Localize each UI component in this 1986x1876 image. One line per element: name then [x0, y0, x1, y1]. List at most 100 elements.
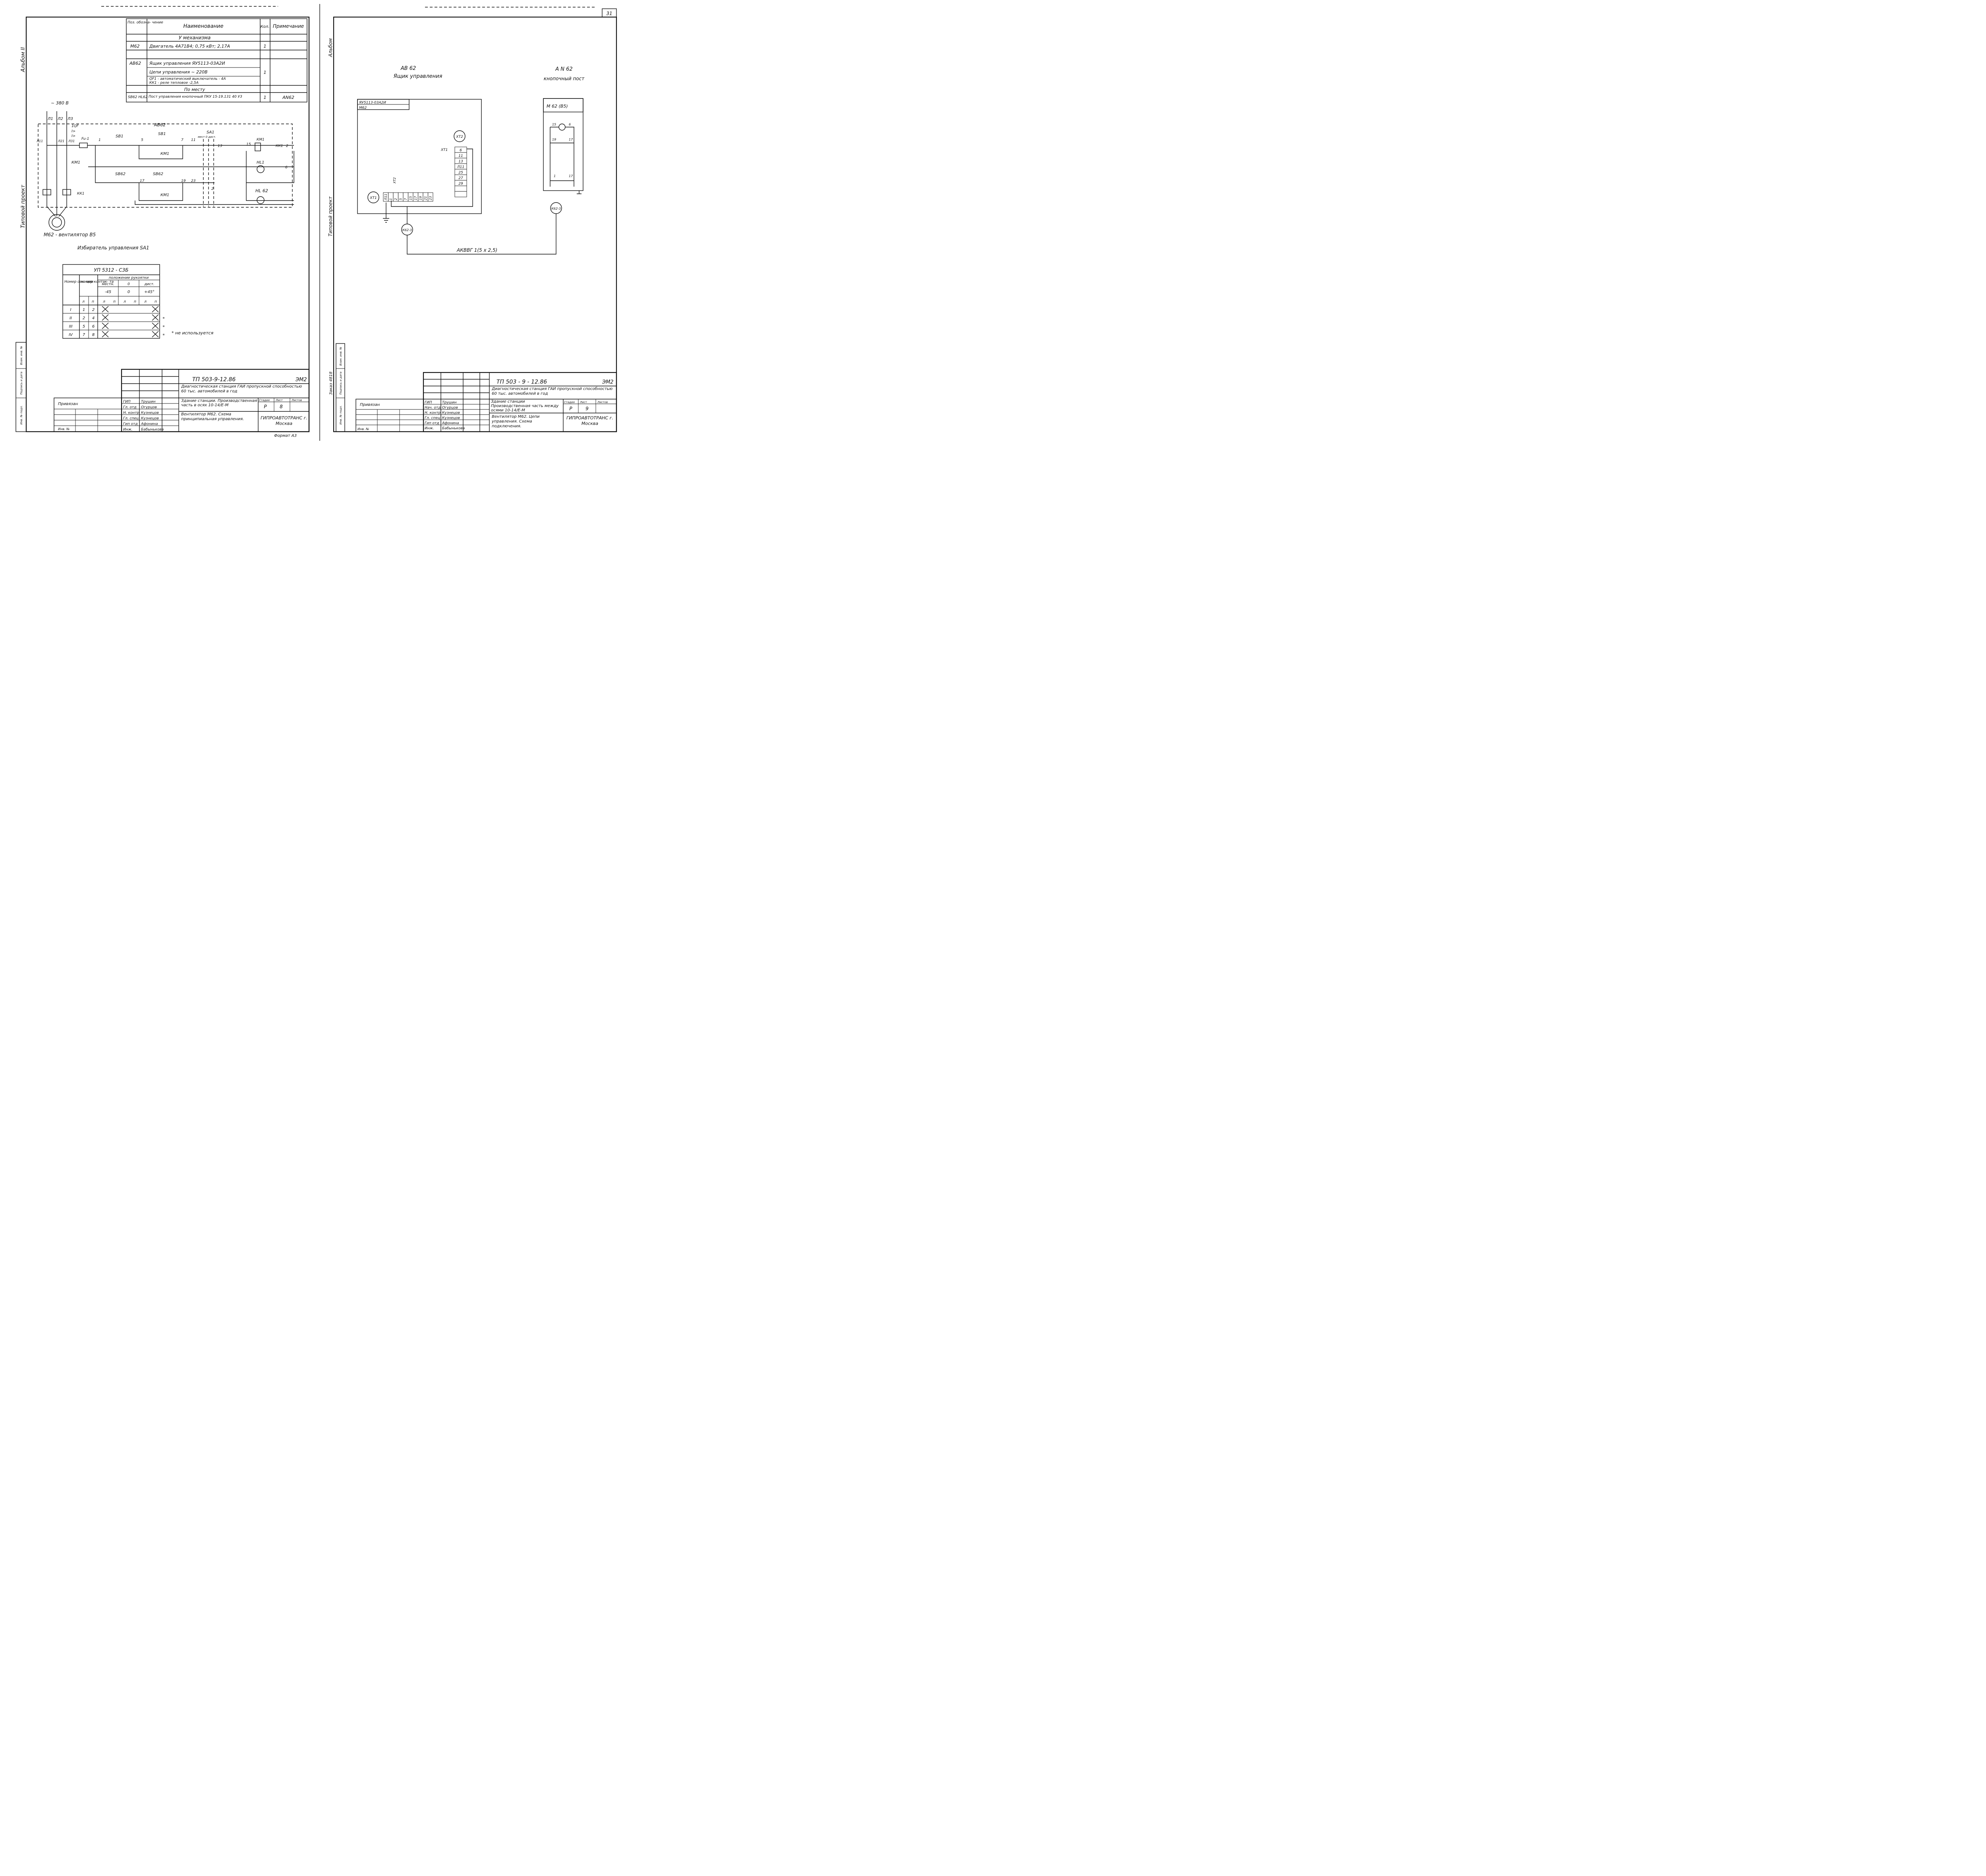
switch-lr-label: п — [155, 300, 157, 304]
side-col-label: Подпись и дата — [20, 372, 23, 395]
ab-sub: М62 — [359, 106, 367, 110]
side-col-label: Инв. № подл. — [339, 405, 342, 425]
switch-row-star: * — [162, 316, 165, 321]
xt1-label: ХТ1 — [369, 196, 377, 200]
xt2-terminal-label: 25 — [458, 171, 463, 175]
switch-lr-label: л — [102, 300, 105, 304]
switch-row-section: III — [69, 324, 73, 329]
inv-label: Инв. № — [58, 427, 70, 431]
spec-qty: 1 — [264, 70, 267, 75]
xt1-terminal-label: 7 — [404, 198, 408, 200]
switch-row-star: * — [162, 324, 165, 330]
cable-route: АКВВГ 1(5 х 2,5) — [456, 247, 497, 253]
switch-mode: местн. — [102, 282, 114, 286]
xt2-label: ХТ2 — [456, 135, 463, 139]
switch-note: * не используется — [172, 330, 214, 336]
control-circuit: 1 SB1 SB1 5 7 11 КМ1 SA1 мест 0 дист. 13… — [88, 130, 294, 207]
tb-role: Гип отд — [123, 422, 138, 426]
xt2-terminal-label: 27 — [458, 176, 463, 180]
node-label: 17 — [140, 179, 145, 183]
node-label: 23 — [191, 179, 196, 183]
switch-row-section: I — [70, 308, 71, 312]
tb-name: Афонина — [141, 422, 158, 426]
switch-table: Избиратель управления SA1 УП 5312 - С3Б … — [62, 245, 214, 339]
bound-block-left: Привязан Инв. № — [54, 398, 122, 432]
tb-stage-hdr: Стадия — [259, 399, 270, 402]
contactor-label: КМ1 — [71, 160, 80, 165]
switch-lr-label: п — [92, 300, 94, 304]
tb-role: Инж. — [123, 428, 133, 432]
tb-code: ТП 503 - 9 - 12.86 — [496, 379, 547, 385]
an-subtitle: кнопочный пост — [544, 76, 585, 81]
xt2-terminal-label: 11 — [458, 154, 463, 158]
breaker-label: 1QF — [71, 124, 79, 128]
switch-angle: -45 — [105, 290, 111, 294]
tb-name: Афонина — [442, 421, 459, 425]
ab62-label: АВ62 — [154, 122, 166, 127]
inv-label: Инв. № — [357, 427, 369, 431]
sb62-label: SB62 — [115, 172, 126, 176]
tb-sheets-hdr: Листов — [291, 399, 302, 402]
ab-subtitle: Ящик управления — [393, 73, 442, 79]
an-lamp — [558, 124, 566, 131]
side-col-label: Инв. № подл. — [20, 405, 23, 425]
format-label: Формат А3 — [274, 434, 297, 438]
node-label: 6 — [569, 123, 571, 126]
order-label: Заказ 4818 — [329, 372, 333, 395]
switch-angle: +45° — [144, 290, 155, 294]
spec-name: Цепи управления ~ 220В — [149, 69, 208, 75]
side-col-label: Подпись и дата — [339, 372, 342, 395]
spec-section-title: У механизма — [179, 35, 211, 41]
sb1-label: SB1 — [158, 132, 166, 136]
switch-closed-mark — [152, 314, 159, 321]
tb-sheet-hdr: Лист — [580, 401, 587, 404]
node-label: 11 — [191, 138, 195, 142]
hl1-lamp — [257, 165, 265, 173]
node-label: 15 — [246, 143, 251, 147]
ab62-panel: АВ 62 Ящик управления ЯУ5113-03А2И М62 Х… — [357, 66, 556, 255]
node-label: 5 — [141, 138, 143, 142]
sa1-label: SA1 — [207, 130, 214, 135]
spec-name: Ящик управления ЯУ5113-03А2И — [149, 61, 225, 66]
switch-closed-mark — [102, 314, 109, 321]
tb-role: Н. контр — [123, 411, 139, 415]
tb-name: Бабынькова — [141, 428, 164, 432]
xt1-terminal-label: 17 — [414, 196, 417, 200]
xt1-terminal-label: Л11 — [384, 194, 388, 201]
xt1-terminal — [428, 192, 433, 202]
tb-name: Огурцов — [442, 406, 458, 410]
power-circuit: ~ 380 В Л1 Л2 Л3 АВ62 1QF I> I> Л11 Л21 … — [36, 100, 294, 237]
tb-name: Кузнецов — [141, 417, 159, 421]
switch-closed-mark — [152, 322, 159, 329]
node-label: 1 — [99, 138, 101, 142]
node-label: 19 — [552, 138, 556, 141]
cable-marker — [550, 202, 562, 214]
right-album-label: Альбом — [328, 39, 333, 58]
xt2-terminal-label: 13 — [458, 160, 463, 164]
right-sheet: 31 Альбом Типовой проект Заказ 4818 АВ 6… — [328, 7, 617, 432]
tb-role: Гл. спец — [425, 416, 440, 420]
side-col-label: Взам. инв. № — [339, 347, 342, 366]
kk1-label: КК1 — [276, 144, 283, 148]
switch-row-section: II — [70, 316, 72, 320]
motor-symbol — [48, 214, 65, 231]
xt1-terminal-label: 1 — [389, 198, 393, 200]
tb-sheet-hdr: Лист — [275, 399, 283, 402]
phase-label: Л1 — [47, 117, 53, 121]
switch-mode: дист. — [144, 282, 154, 286]
motor-label: М62 - вентилятор В5 — [44, 232, 96, 237]
an-title: А N 62 — [555, 66, 572, 72]
sa-modes-label: мест 0 дист. — [198, 135, 216, 139]
tb-stage: Р — [569, 406, 572, 411]
tb-stage: Р — [264, 404, 267, 409]
left-sheet: Альбом II Типовой проект Поз. обозна- че… — [15, 4, 320, 441]
switch-row-contact: 4 — [92, 316, 95, 320]
node-label: 1 — [554, 174, 556, 178]
phase-label: Л11 — [36, 139, 43, 143]
fuse-label: Fu-1 — [81, 137, 89, 141]
tb-role: Гип отд — [425, 421, 439, 425]
tb-name: Огурцов — [141, 405, 157, 409]
tb-role: ГИП — [425, 401, 432, 405]
switch-row-section: IV — [69, 333, 73, 337]
spec-name: Пост управления кнопочный ПКУ 15-19.131 … — [149, 95, 242, 99]
